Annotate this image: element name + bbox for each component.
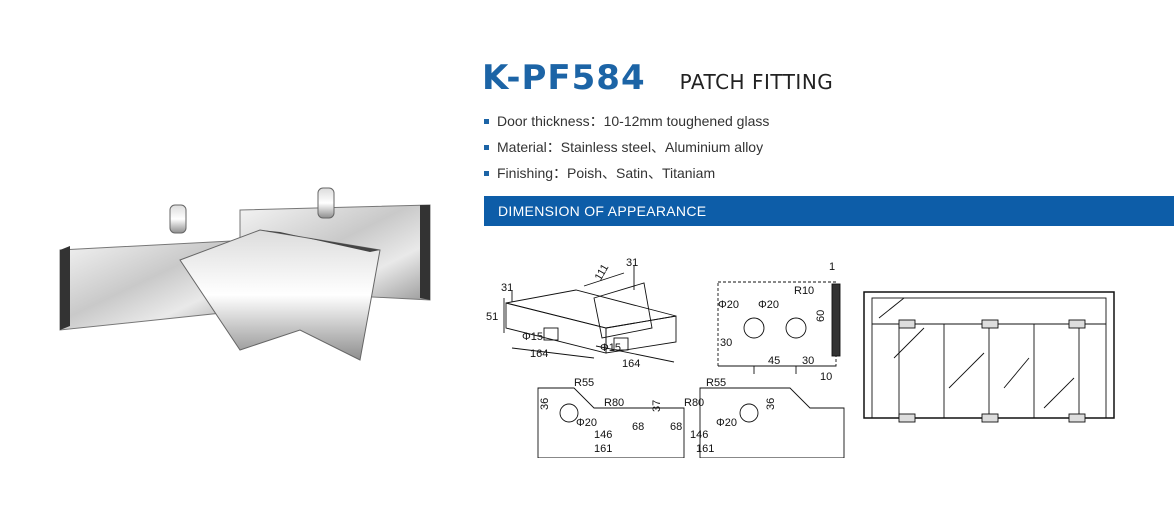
dim-label: 1	[829, 261, 835, 273]
bullet-icon	[484, 170, 489, 176]
dim-label: R55	[574, 377, 594, 389]
dim-label: 31	[626, 258, 638, 269]
dim-label: 146	[690, 429, 708, 441]
drawing-door-elevation	[863, 291, 1115, 423]
dim-label: 111	[593, 262, 612, 282]
product-name: PATCH FITTING	[679, 70, 834, 94]
dim-label: 161	[696, 443, 714, 455]
spec-list: Door thickness：10-12mm toughened glass M…	[484, 108, 769, 186]
spec-item: Material：Stainless steel、Aluminium alloy	[484, 134, 769, 160]
dim-label: 45	[768, 355, 780, 367]
dim-label: R80	[604, 397, 624, 409]
dim-label: 37	[651, 400, 663, 412]
dim-label: 164	[530, 348, 548, 360]
dim-label: 164	[622, 358, 640, 370]
spec-text: Finishing：Poish、Satin、Titaniam	[497, 165, 716, 181]
dim-label: 10	[820, 371, 832, 383]
dim-label: 161	[594, 443, 612, 455]
dim-label: 30	[720, 337, 732, 349]
dim-label: 51	[486, 311, 498, 323]
dim-label: R80	[684, 397, 704, 409]
product-photo	[59, 187, 431, 361]
product-model: K-PF584	[482, 58, 646, 98]
dim-label: R10	[794, 285, 814, 297]
section-header: DIMENSION OF APPEARANCE	[484, 196, 1174, 226]
dim-label: 30	[802, 355, 814, 367]
section-title: DIMENSION OF APPEARANCE	[498, 203, 707, 219]
bullet-icon	[484, 118, 489, 124]
dim-label: Φ20	[576, 417, 597, 429]
dimension-drawings: 31 111 31 51 Φ15 Φ15 164 164 1 R10 Φ20 Φ…	[486, 258, 1115, 458]
dim-label: 146	[594, 429, 612, 441]
dim-label: Φ15	[600, 342, 621, 354]
pivot-knob-right	[317, 187, 335, 219]
dim-label: 68	[670, 421, 682, 433]
dim-label: Φ20	[718, 299, 739, 311]
pivot-knob-left	[169, 204, 187, 234]
dim-label: R55	[706, 377, 726, 389]
spec-item: Finishing：Poish、Satin、Titaniam	[484, 160, 769, 186]
drawing-isometric: 31 111 31 51 Φ15 Φ15 164 164	[486, 258, 677, 370]
dim-label: 60	[815, 310, 827, 322]
dim-label: 36	[765, 398, 777, 410]
drawing-plan-view: R55 R55 36 R80 37 R80 36 Φ20 68 68 Φ20 1…	[537, 377, 845, 458]
dim-label: 31	[501, 282, 513, 294]
dim-label: 68	[632, 421, 644, 433]
drawing-glass-cutout: 1 R10 Φ20 Φ20 60 30 45 30 10	[717, 261, 841, 383]
spec-text: Material：Stainless steel、Aluminium alloy	[497, 139, 764, 155]
bullet-icon	[484, 144, 489, 150]
dim-label: 36	[539, 398, 551, 410]
dim-label: Φ20	[716, 417, 737, 429]
spec-item: Door thickness：10-12mm toughened glass	[484, 108, 769, 134]
spec-text: Door thickness：10-12mm toughened glass	[497, 113, 770, 129]
dim-label: Φ15	[522, 331, 543, 343]
glass-fin	[179, 229, 381, 361]
dim-label: Φ20	[758, 299, 779, 311]
